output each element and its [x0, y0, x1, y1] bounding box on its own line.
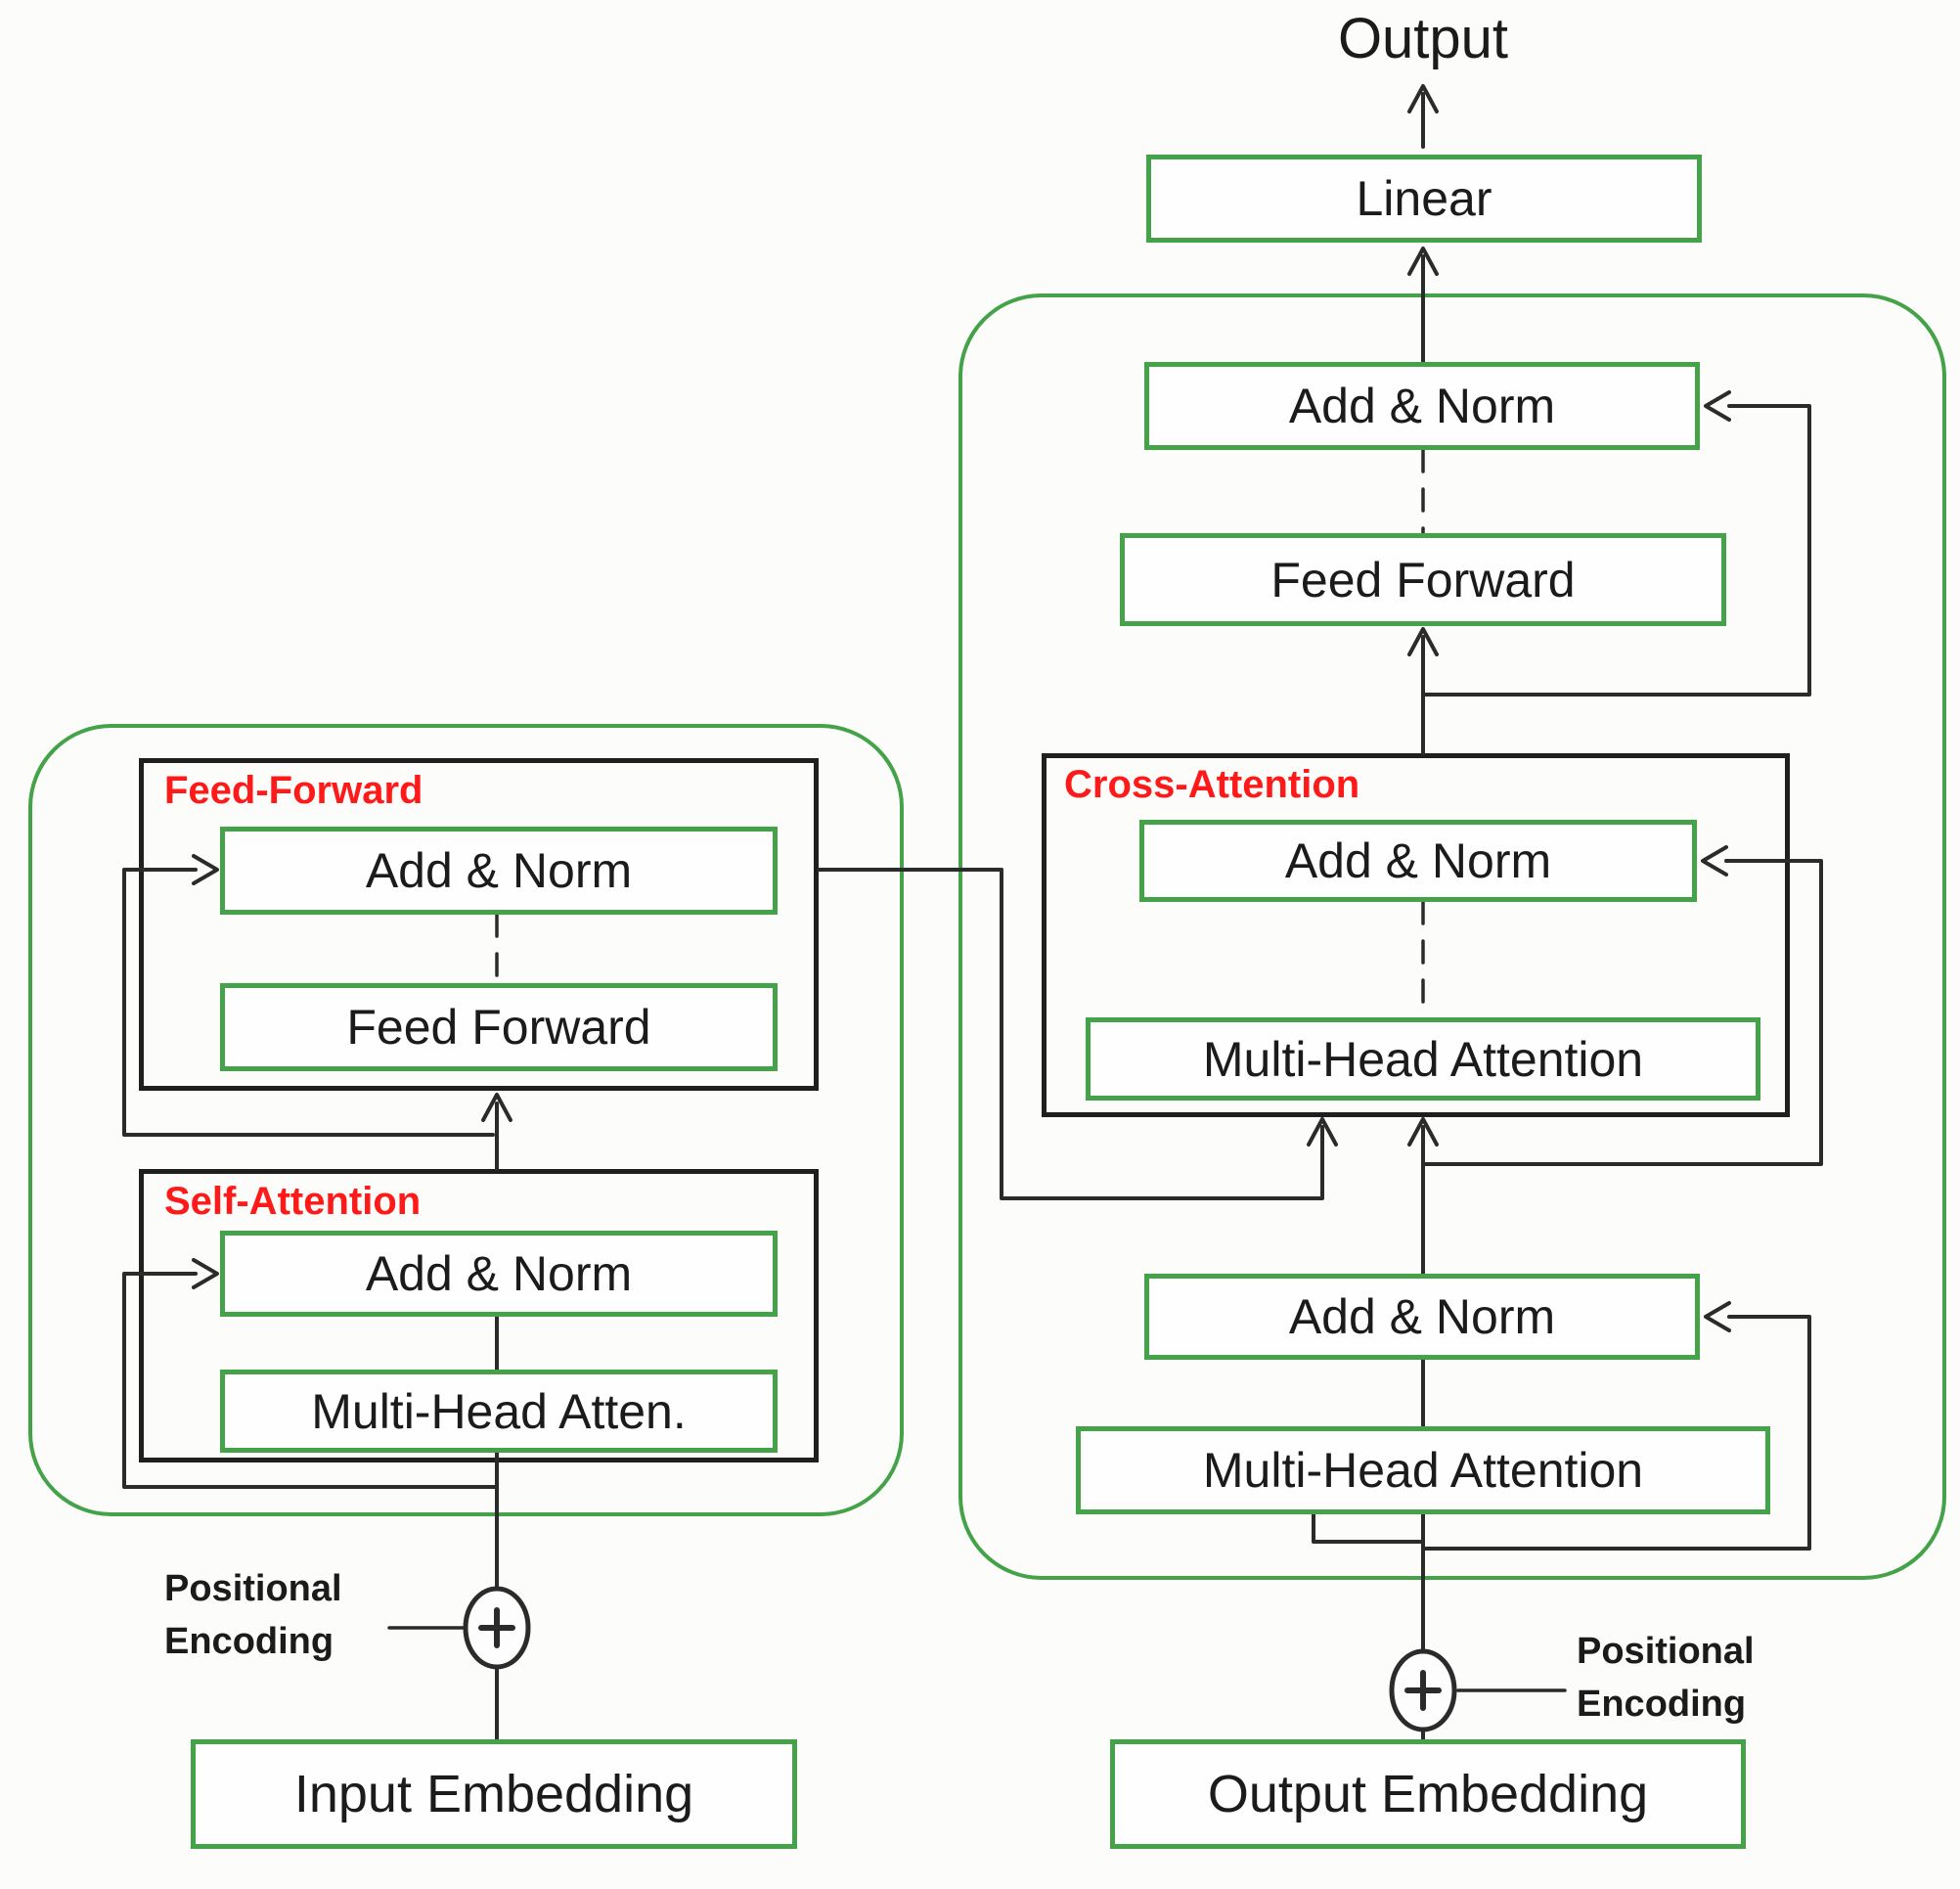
decoder-bottom-add-norm-box: Add & Norm [1144, 1274, 1700, 1360]
decoder-top-add-norm-label: Add & Norm [1288, 379, 1556, 433]
decoder-cross-add-norm-box: Add & Norm [1139, 820, 1697, 902]
output-title: Output [1337, 7, 1509, 70]
encoder-feed-forward-block-label: Feed-Forward [164, 769, 423, 812]
decoder-positional-encoding-line2: Encoding [1577, 1683, 1747, 1725]
encoder-plus-icon [463, 1586, 531, 1670]
encoder-feed-forward-box: Feed Forward [220, 983, 778, 1071]
encoder-sa-add-norm-label: Add & Norm [365, 1246, 633, 1301]
decoder-plus-icon [1389, 1648, 1457, 1732]
decoder-linear-label: Linear [1356, 171, 1492, 226]
decoder-positional-encoding-line1: Positional [1577, 1631, 1755, 1672]
output-embedding-label: Output Embedding [1207, 1765, 1649, 1823]
encoder-positional-encoding-line2: Encoding [164, 1620, 334, 1662]
decoder-cross-multi-head-box: Multi-Head Attention [1086, 1017, 1760, 1101]
encoder-positional-encoding-label: Positional Encoding [164, 1563, 342, 1669]
decoder-top-add-norm-box: Add & Norm [1144, 362, 1700, 450]
decoder-feed-forward-box: Feed Forward [1120, 533, 1726, 626]
output-embedding-box: Output Embedding [1110, 1739, 1746, 1849]
decoder-linear-box: Linear [1146, 155, 1702, 243]
encoder-ff-add-norm-box: Add & Norm [220, 827, 778, 915]
input-embedding-box: Input Embedding [191, 1739, 797, 1849]
encoder-feed-forward-label: Feed Forward [346, 1000, 651, 1055]
decoder-bottom-multi-head-box: Multi-Head Attention [1076, 1426, 1770, 1514]
input-embedding-label: Input Embedding [293, 1765, 694, 1823]
decoder-cross-attention-block-label: Cross-Attention [1064, 763, 1360, 806]
decoder-output-arrow [1407, 84, 1439, 149]
encoder-ff-add-norm-label: Add & Norm [365, 843, 633, 898]
encoder-self-attention-block-label: Self-Attention [164, 1180, 422, 1223]
decoder-cross-multi-head-label: Multi-Head Attention [1202, 1031, 1644, 1087]
decoder-positional-encoding-label: Positional Encoding [1577, 1626, 1755, 1732]
decoder-bottom-add-norm-label: Add & Norm [1288, 1289, 1556, 1344]
decoder-feed-forward-label: Feed Forward [1270, 552, 1576, 607]
encoder-multi-head-atten-label: Multi-Head Atten. [311, 1383, 687, 1439]
decoder-bottom-multi-head-label: Multi-Head Attention [1202, 1443, 1644, 1498]
encoder-multi-head-atten-box: Multi-Head Atten. [220, 1370, 778, 1453]
encoder-sa-add-norm-box: Add & Norm [220, 1231, 778, 1317]
decoder-cross-add-norm-label: Add & Norm [1284, 833, 1552, 888]
encoder-positional-encoding-line1: Positional [164, 1568, 342, 1609]
